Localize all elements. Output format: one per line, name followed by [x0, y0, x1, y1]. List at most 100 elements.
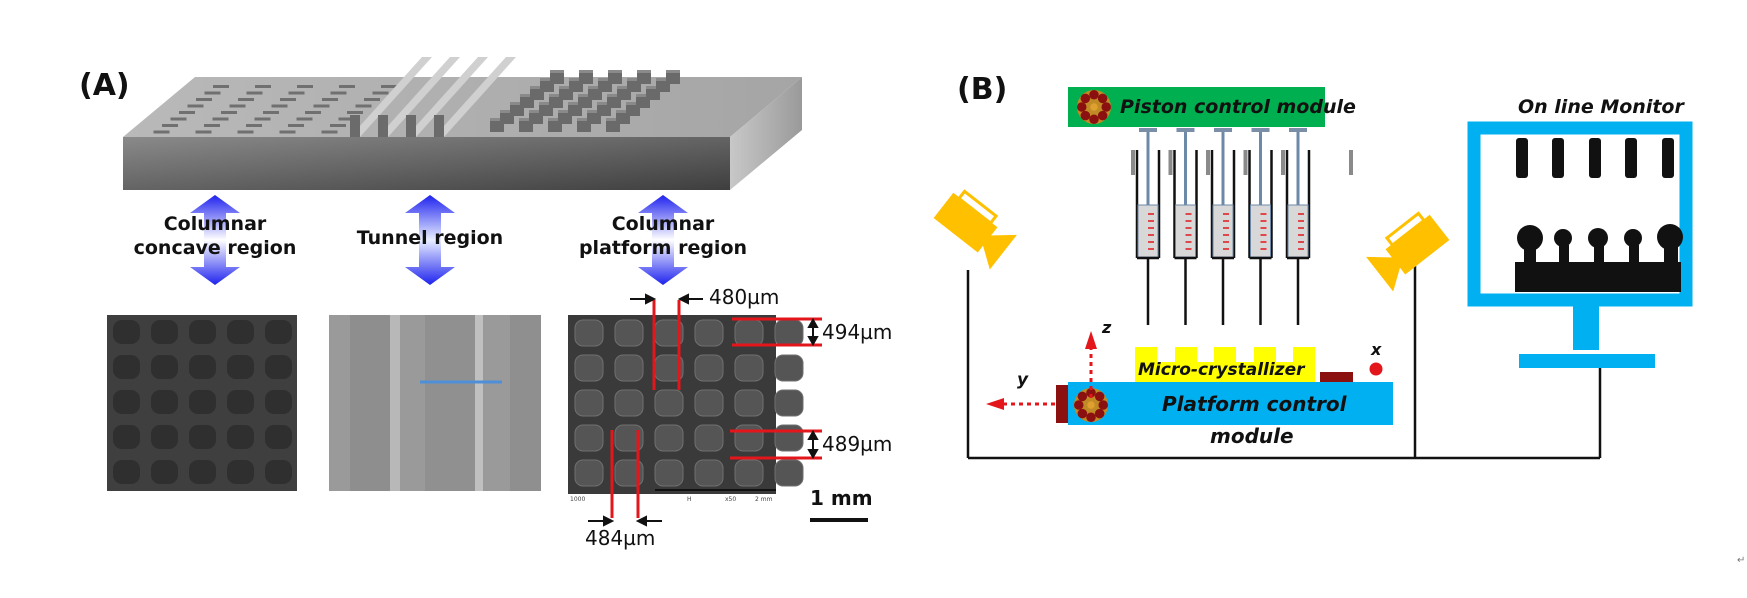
- monitor-stand: [1573, 306, 1599, 350]
- sem-footer-mag: x50: [725, 496, 737, 503]
- region-label-concave: Columnar concave region: [133, 213, 297, 259]
- tunnel-ridge: [406, 57, 488, 137]
- sem-concave-cell: [151, 355, 178, 379]
- concave-hole: [322, 98, 338, 101]
- sem-image-concave: [107, 315, 297, 491]
- concave-hole: [372, 91, 389, 95]
- monitor-frame: [1467, 121, 1693, 307]
- sem-platform-cell: [734, 459, 764, 487]
- sem-concave-cell: [151, 425, 178, 449]
- sem-footer-scale: 2 mm: [755, 496, 773, 503]
- concave-hole: [196, 98, 212, 101]
- concave-hole: [204, 91, 221, 95]
- sem-platform-cell: [654, 459, 684, 487]
- sem-concave-cell: [151, 460, 178, 484]
- concave-hole: [221, 111, 237, 114]
- sem-platform-cell: [734, 354, 764, 382]
- region-label-tunnel: Tunnel region: [356, 227, 504, 249]
- concave-hole: [254, 117, 271, 121]
- concave-holes: [153, 85, 397, 134]
- platform-pillars: [490, 70, 680, 132]
- concave-hole: [153, 130, 170, 134]
- sem-concave-cell: [189, 460, 216, 484]
- platform-left-stop: [1056, 385, 1068, 423]
- sem-platform-cell: [734, 319, 764, 347]
- connection-wires: [966, 265, 1602, 460]
- tunnel-ridge-end: [434, 115, 444, 137]
- paragraph-mark: ↵: [1737, 555, 1746, 566]
- sem-concave-cell: [189, 390, 216, 414]
- syringe: [1243, 128, 1273, 325]
- sem-platform-cell: [694, 319, 724, 347]
- sem-platform-cell: [774, 424, 804, 452]
- platform-right-stop: [1320, 372, 1353, 382]
- chip-right-side: [730, 77, 802, 190]
- concave-hole: [339, 85, 355, 88]
- concave-hole: [271, 104, 288, 108]
- sem-platform-cell: [774, 459, 804, 487]
- scale-bar: [810, 518, 868, 522]
- monitor-screen-image: [1515, 138, 1683, 292]
- sem-platform-cell: [574, 319, 604, 347]
- concave-hole: [179, 111, 195, 114]
- sem-platform-cell: [654, 424, 684, 452]
- region-arrow-concave: [190, 195, 240, 285]
- sem-concave-cell: [151, 390, 178, 414]
- concave-hole: [280, 98, 296, 101]
- chip-front-face: [123, 137, 730, 190]
- concave-hole: [195, 130, 212, 134]
- tunnel-ridge: [434, 57, 516, 137]
- sem-platform-cell: [614, 424, 644, 452]
- platform-pillar: [608, 70, 622, 84]
- concave-hole: [238, 98, 254, 101]
- axis-arrows: [986, 331, 1383, 410]
- tunnel-ridge-end: [406, 115, 416, 137]
- concave-hole: [187, 104, 204, 108]
- monitor-title: On line Monitor: [1518, 96, 1684, 118]
- concave-hole: [297, 85, 313, 88]
- sem-concave-cell: [189, 425, 216, 449]
- dimension-lines: [610, 300, 822, 518]
- panel-a-label: (A): [79, 68, 130, 103]
- dimension-top-gap: 480µm: [709, 285, 780, 309]
- concave-hole: [296, 117, 313, 121]
- syringe: [1281, 128, 1311, 325]
- sem-concave-cell: [265, 425, 292, 449]
- concave-hole: [321, 130, 338, 134]
- chip-3d-model: [123, 57, 802, 190]
- piston-motor-icon: [1077, 90, 1111, 124]
- concave-hole: [355, 104, 372, 108]
- camera-left-icon: [933, 189, 1017, 270]
- dimension-arrows: [588, 293, 819, 527]
- sem-platform-cell: [654, 389, 684, 417]
- sem-platform-cell: [614, 319, 644, 347]
- concave-hole: [246, 124, 262, 127]
- x-axis-label: x: [1371, 340, 1382, 359]
- sem-concave-cell: [113, 425, 140, 449]
- syringe: [1206, 128, 1236, 325]
- sem-platform-cell: [734, 424, 764, 452]
- concave-hole: [170, 117, 187, 121]
- dimension-bottom-height: 489µm: [822, 432, 893, 456]
- concave-hole: [313, 104, 330, 108]
- sem-concave-cell: [189, 320, 216, 344]
- sem-concave-cell: [151, 320, 178, 344]
- region-arrow-platform: [638, 195, 688, 285]
- sem-concave-cell: [227, 390, 254, 414]
- sem-concave-cell: [227, 320, 254, 344]
- sem-platform-cell: [614, 389, 644, 417]
- sem-platform-cell: [694, 459, 724, 487]
- concave-hole: [381, 85, 397, 88]
- sem-image-tunnel: [329, 315, 541, 491]
- platform-module-label-line1: Platform control: [1162, 392, 1347, 416]
- x-axis-dot: [1369, 362, 1383, 376]
- y-axis-label: y: [1017, 370, 1029, 390]
- sem-image-platform: [568, 315, 804, 494]
- monitor-base: [1519, 354, 1655, 368]
- sem-platform-cell: [614, 354, 644, 382]
- concave-hole: [305, 111, 321, 114]
- sem-concave-cell: [189, 355, 216, 379]
- platform-pillar: [666, 70, 680, 84]
- tunnel-ridge: [350, 57, 432, 137]
